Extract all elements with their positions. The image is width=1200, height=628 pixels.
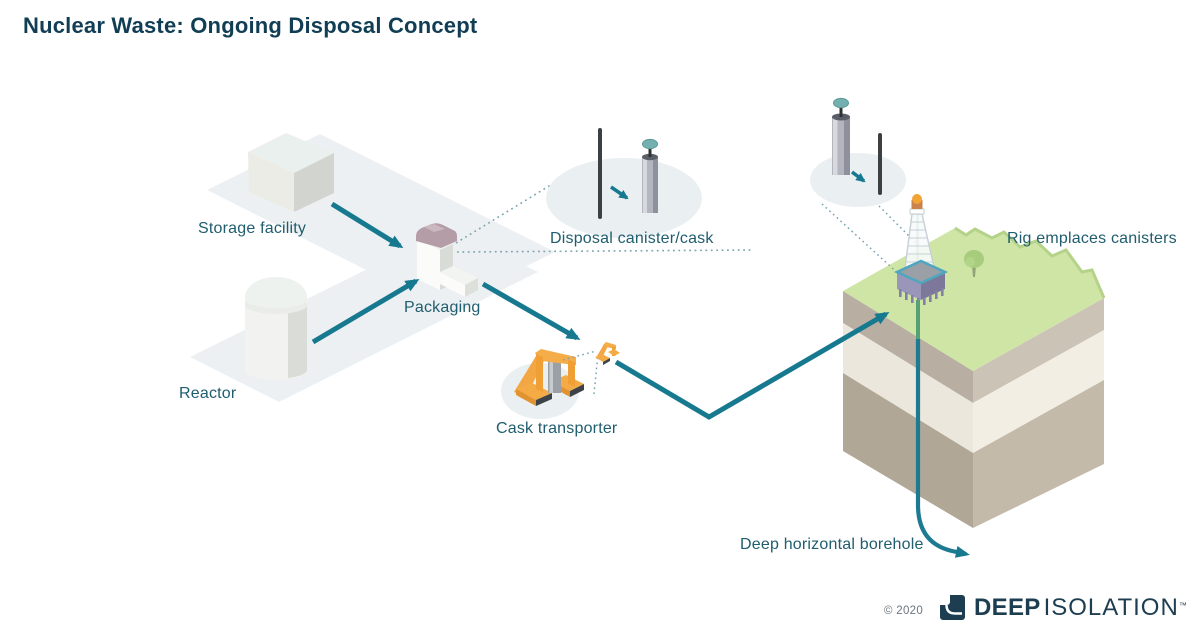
page-title: Nuclear Waste: Ongoing Disposal Concept (23, 13, 478, 38)
earth-block-icon (843, 226, 1106, 528)
storage-cube-top-face (248, 133, 334, 173)
emplacement-inset-icon (810, 97, 906, 207)
platform-left-side (897, 273, 921, 300)
platform-right-side (921, 273, 945, 300)
storage-cube-left-face (248, 152, 294, 212)
drilling-rig-icon (893, 194, 949, 306)
brand-trademark: ™ (1178, 601, 1187, 610)
rock-layer-right-2 (973, 330, 1104, 453)
transporter-right-tread (570, 384, 584, 397)
brand-word-isolation: ISOLATION (1043, 594, 1179, 621)
emplacement-ellipse-bg (810, 153, 906, 207)
emplacement-cask-cap (833, 97, 849, 109)
rock-layer-left-2 (843, 323, 973, 453)
ground-path (190, 134, 555, 402)
rock-layer-right-1 (973, 298, 1104, 403)
disposal-cask-cap (642, 138, 658, 150)
packaging-left-face (417, 239, 440, 290)
brand-word-deep: DEEP (974, 594, 1041, 621)
label-packaging: Packaging (404, 299, 481, 316)
packaging-building-icon (416, 223, 478, 297)
disposal-cask-stem (648, 147, 652, 157)
emplacement-cask-stem (839, 106, 843, 117)
rock-layer-right-3 (973, 380, 1104, 528)
callout-line-upper (455, 163, 586, 244)
mini-transporter-tread (603, 358, 610, 365)
rig-platform (893, 259, 949, 306)
gantry-transporter-icon (501, 349, 584, 419)
tree-canopy-light (965, 257, 975, 267)
label-deep-horizontal-borehole: Deep horizontal borehole (740, 536, 924, 553)
derrick-flame (912, 194, 922, 204)
platform-top-deck (893, 259, 949, 285)
derrick-crown (909, 208, 925, 215)
waste-canister-rod (598, 128, 602, 219)
transporter-left-skid (516, 383, 552, 400)
tree-icon (964, 250, 984, 277)
arrow-packaging-to-transporter (481, 281, 581, 341)
label-disposal-canister: Disposal canister/cask (550, 230, 714, 247)
arrow-reactor-to-packaging (311, 278, 420, 345)
packaging-roof-highlight (424, 224, 445, 232)
reactor-dome-cap (245, 277, 307, 306)
label-reactor: Reactor (179, 385, 237, 402)
derrick-top-block (911, 200, 923, 209)
emplacement-cask-shade (844, 117, 850, 175)
borehole-arrow-icon (915, 300, 970, 558)
emplacement-canister-rod (878, 133, 882, 195)
reactor-body-shade (288, 303, 307, 378)
packaging-roof (416, 223, 457, 248)
transporter-cask-highlight (549, 359, 553, 393)
callout-mini-lower (593, 353, 599, 395)
arrow-storage-to-packaging (330, 201, 404, 249)
deep-isolation-logo-icon (940, 595, 965, 620)
storage-cube-right-face (294, 153, 334, 212)
canister-and-cask-icon (546, 128, 702, 238)
emplacement-arrow (850, 170, 866, 183)
callout-packaging-to-canister (455, 163, 755, 253)
label-storage-facility: Storage facility (198, 220, 307, 237)
canister-into-cask-arrow (610, 185, 629, 200)
mini-transporter-icon (595, 342, 620, 365)
transporter-left-tread (536, 393, 552, 406)
rock-layer-left-3 (843, 373, 973, 528)
packaging-annex-top (440, 266, 478, 285)
borehole-path (915, 339, 970, 558)
label-cask-transporter: Cask transporter (496, 420, 618, 437)
flow-arrows (311, 201, 581, 345)
mini-transporter-skid-right (608, 349, 620, 356)
packaging-annex-front (440, 272, 465, 297)
callout-line-lower (456, 249, 755, 253)
callout-rig-left (821, 203, 902, 277)
disposal-cask-highlight (643, 157, 647, 213)
reactor-dome-cylinder-icon (245, 277, 307, 380)
emplacement-cask-highlight (833, 117, 838, 175)
copyright-text: © 2020 (884, 605, 924, 617)
grass-cliff-edge (954, 226, 1106, 299)
arrow-transporter-to-rig (614, 311, 890, 420)
storage-cube-icon (248, 133, 334, 212)
mini-transporter-skid-left (595, 354, 610, 362)
disposal-cask-shade (653, 157, 658, 213)
packaging-annex-right (465, 278, 478, 297)
tree-trunk (972, 266, 976, 277)
transporter-right-post (568, 360, 575, 386)
callout-mini-upper (562, 350, 597, 361)
label-rig-emplaces: Rig emplaces canisters (1007, 230, 1177, 247)
transporter-left-skid-front (516, 389, 536, 406)
callout-transporter-to-mini (562, 350, 599, 395)
transporter-top-beam (535, 349, 576, 365)
transporter-left-post (536, 354, 543, 392)
